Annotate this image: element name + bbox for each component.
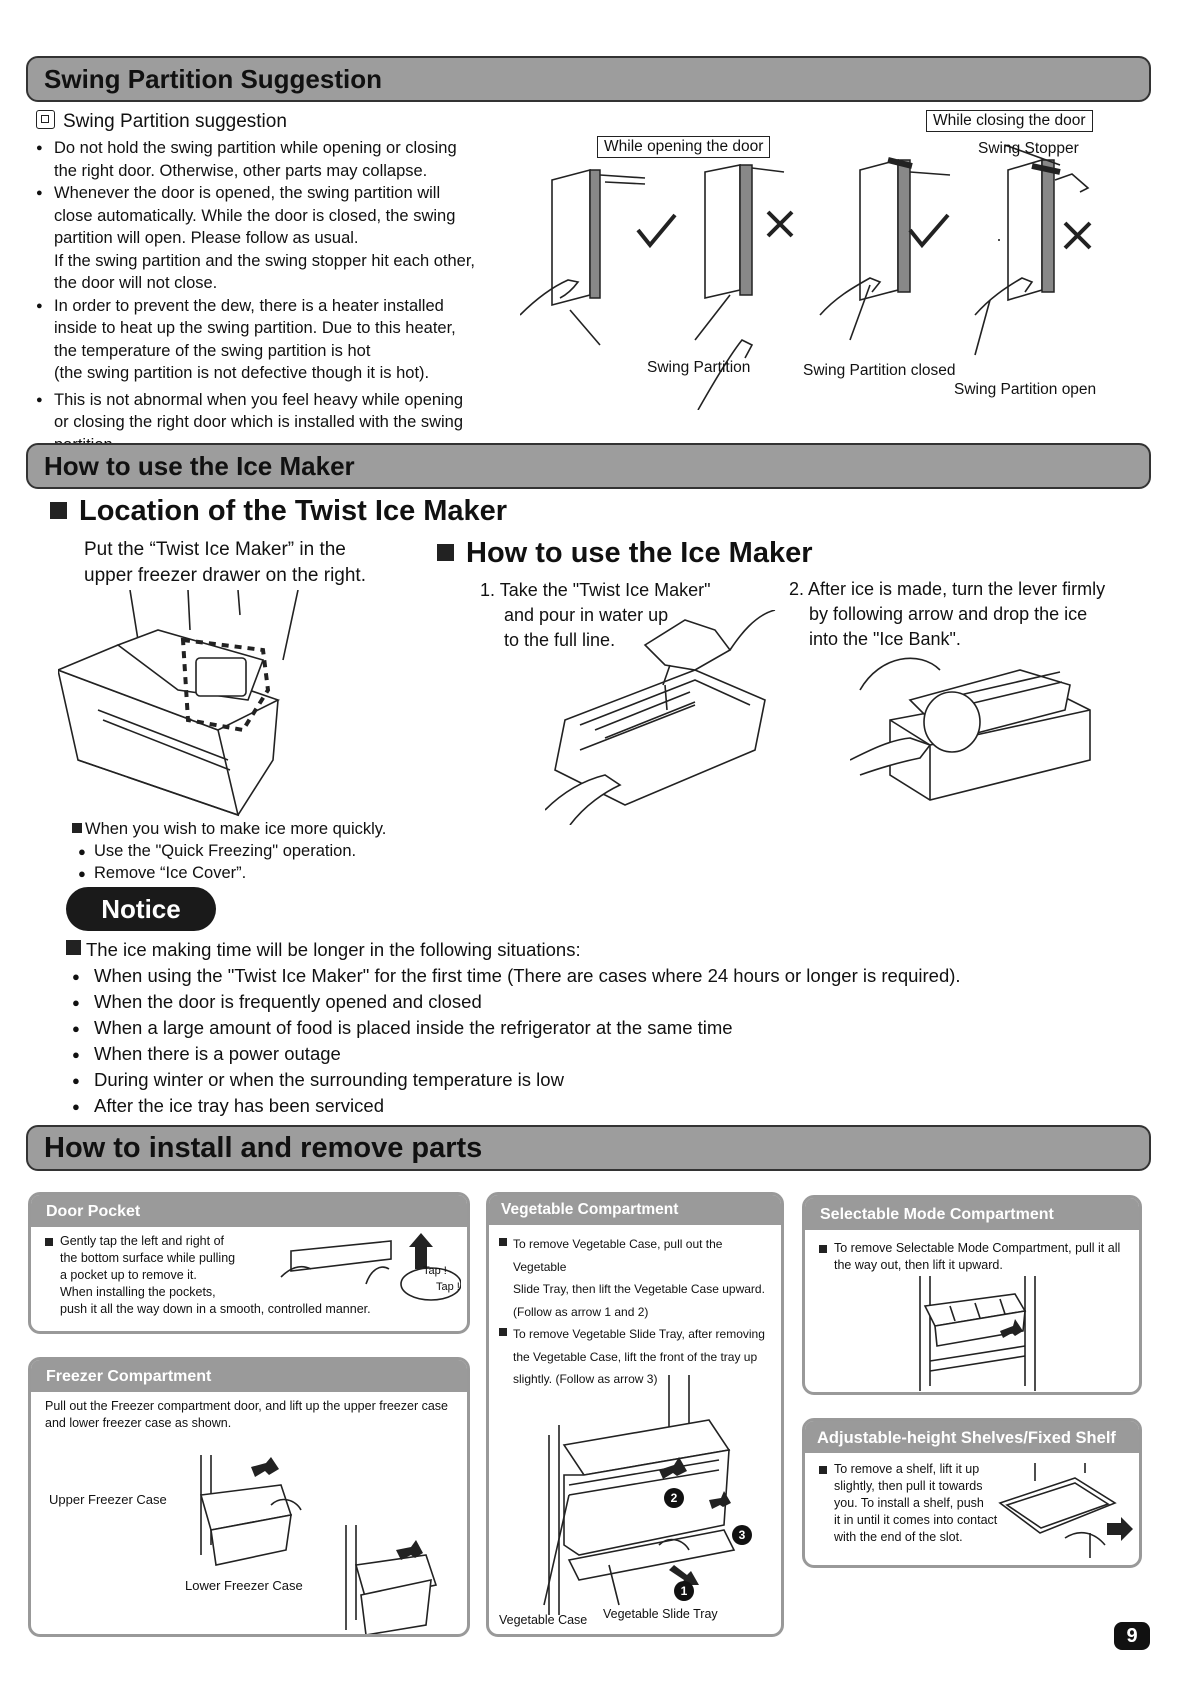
cross-icon [1063,221,1092,250]
label-vegetable-case: Vegetable Case [499,1613,588,1627]
list-item: Gently tap the left and right of the bot… [45,1233,453,1318]
freezer-drawer-illustration [58,590,299,817]
notice-title: The ice making time will be longer in th… [66,937,1066,963]
location-text: Put the “Twist Ice Maker” in the upper f… [84,539,366,586]
panel-title: Door Pocket [31,1195,467,1227]
freezer-case-illustration [199,1455,438,1634]
panel-title: Selectable Mode Compartment [805,1198,1139,1230]
swing-subtitle: Swing Partition suggestion [36,110,287,133]
swing-partition-illustration [520,144,1092,410]
panel-selectable-mode: Selectable Mode Compartment To remove Se… [802,1195,1142,1395]
square-bullet-icon [66,940,81,955]
list-item: To remove Vegetable Case, pull out the V… [499,1233,771,1323]
step-2-text: 2. After ice is made, turn the lever fir… [789,579,1106,649]
square-bullet-icon [437,544,454,561]
tap-label-1: Tap ! [423,1265,447,1277]
tap-label-2: Tap ! [436,1281,460,1293]
label-while-closing: While closing the door [926,110,1093,132]
list-item: During winter or when the surrounding te… [72,1067,1066,1094]
notice-badge: Notice [66,887,216,931]
step-number-1: 1 [674,1581,694,1601]
selectable-compartment-illustration [919,1276,1036,1391]
label-swing-partition-open: Swing Partition open [954,381,1097,398]
quick-ice-title: When you wish to make ice more quickly. [72,818,386,840]
list-item: After the ice tray has been serviced [72,1093,1066,1120]
list-item: To remove Selectable Mode Compartment, p… [819,1240,1125,1274]
check-icon [908,213,950,249]
panel-body: To remove Vegetable Case, pull out the V… [489,1225,781,1399]
list-item: To remove Vegetable Slide Tray, after re… [499,1323,771,1391]
label-vegetable-slide-tray: Vegetable Slide Tray [603,1607,718,1621]
list-item: When the door is frequently opened and c… [72,989,1066,1016]
label-upper-freezer-case: Upper Freezer Case [49,1492,167,1507]
panel-vegetable-compartment: Vegetable Compartment To remove Vegetabl… [486,1192,784,1637]
panel-freezer-compartment: Freezer Compartment Pull out the Freezer… [28,1357,470,1637]
list-item: In order to prevent the dew, there is a … [36,295,506,385]
square-bullet-icon [50,502,67,519]
label-swing-partition-closed: Swing Partition closed [803,362,956,379]
list-item: Do not hold the swing partition while op… [36,137,506,182]
list-item: When a large amount of food is placed in… [72,1015,1066,1042]
panel-title: Adjustable-height Shelves/Fixed Shelf [805,1421,1139,1453]
label-lower-freezer-case: Lower Freezer Case [185,1578,303,1593]
list-item: To remove a shelf, lift it up slightly, … [819,1461,1125,1546]
howto-title: How to use the Ice Maker [437,537,813,570]
checkbox-icon [36,110,55,129]
panel-title: Freezer Compartment [31,1360,467,1392]
label-swing-partition: Swing Partition [647,359,751,376]
shelf-illustration [998,1463,1133,1558]
panel-body: Gently tap the left and right of the bot… [31,1227,467,1324]
page-number: 9 [1114,1622,1150,1650]
panel-adjustable-shelves: Adjustable-height Shelves/Fixed Shelf To… [802,1418,1142,1568]
vegetable-case-illustration [543,1375,736,1615]
swing-bullet-list: Do not hold the swing partition while op… [36,137,506,456]
list-item: Remove “Ice Cover”. [78,862,386,885]
ice-tray-pour-illustration [545,610,776,825]
quick-ice-block: When you wish to make ice more quickly. … [72,818,386,885]
cross-icon [766,210,794,238]
list-item: When there is a power outage [72,1041,1066,1068]
notice-block: The ice making time will be longer in th… [66,937,1066,1120]
ice-lever-illustration [850,657,1091,801]
label-swing-stopper: Swing Stopper [978,140,1079,157]
panel-body: Pull out the Freezer compartment door, a… [45,1399,448,1430]
panel-door-pocket: Door Pocket Gently tap the left and righ… [28,1192,470,1334]
section-header-install-parts: How to install and remove parts [26,1125,1151,1171]
door-pocket-illustration [280,1233,461,1301]
step-1-text: 1. Take the "Twist Ice Maker" and pour i… [480,580,711,650]
step-number-2: 2 [664,1488,684,1508]
label-while-opening: While opening the door [597,136,771,158]
panel-body: To remove Selectable Mode Compartment, p… [805,1230,1139,1280]
panel-title: Vegetable Compartment [489,1195,781,1225]
panel-body: To remove a shelf, lift it up slightly, … [805,1453,1139,1552]
list-item: Use the "Quick Freezing" operation. [78,840,386,863]
section-header-swing: Swing Partition Suggestion [26,56,1151,102]
square-bullet-icon [72,823,82,833]
list-item: Whenever the door is opened, the swing p… [36,182,506,295]
section-header-ice-maker: How to use the Ice Maker [26,443,1151,489]
check-icon [636,213,677,249]
step-number-3: 3 [732,1525,752,1545]
list-item: When using the "Twist Ice Maker" for the… [72,963,1066,990]
location-title: Location of the Twist Ice Maker [50,495,507,528]
